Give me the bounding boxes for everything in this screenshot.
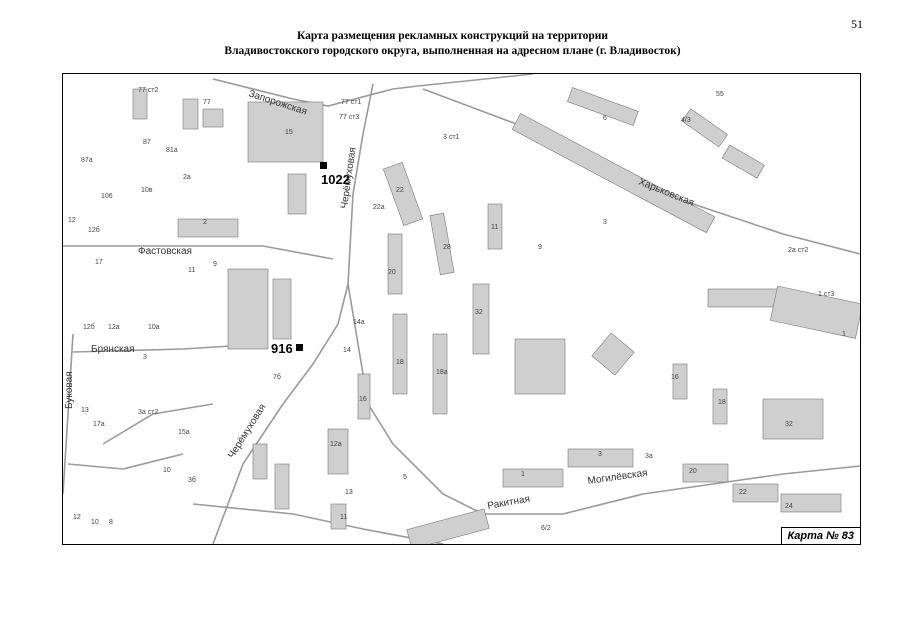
title-line-1: Карта размещения рекламных конструкций н… [296, 30, 609, 42]
house-number: 87 [143, 139, 151, 146]
ad-marker-square-icon [296, 344, 303, 351]
house-number: 2 [203, 219, 207, 226]
map-number-label: Карта № 83 [780, 527, 860, 544]
street-mogilevskaya: Могилёвская [587, 468, 648, 487]
house-number: 6/2 [541, 525, 551, 532]
street-bryanskaya: Брянская [91, 344, 135, 355]
house-number: 12б [83, 323, 95, 331]
house-number: 3 [598, 451, 602, 458]
house-number: 32 [475, 309, 483, 316]
house-number: 9 [538, 244, 542, 251]
house-number: 11 [340, 514, 347, 521]
house-number: 1 ст3 [818, 291, 835, 298]
map-canvas: Запорожская Черёмуховая Фастовская Брянс… [63, 74, 860, 544]
house-number: 13 [345, 489, 353, 496]
house-number: 1 [842, 331, 846, 338]
ad-marker-1022[interactable]: 1022 [320, 162, 350, 187]
house-number: 16 [671, 374, 679, 381]
house-number: 14 [343, 347, 351, 354]
house-number: 9 [213, 261, 217, 268]
house-number: 3б [188, 476, 196, 484]
house-number: 3 [603, 219, 607, 226]
house-number: 22 [396, 187, 404, 194]
buildings [132, 87, 860, 544]
page-number: 51 [851, 17, 863, 31]
house-number: 12б [88, 226, 100, 234]
house-number: 22а [373, 204, 385, 211]
house-number: 24 [785, 503, 793, 510]
house-number: 77 ст2 [138, 87, 158, 94]
house-number: 16 [359, 396, 367, 403]
house-number: 15 [285, 129, 293, 136]
house-number: 28 [443, 244, 451, 251]
house-number: 12а [108, 324, 120, 331]
marker-label-916: 916 [271, 341, 293, 356]
house-number: 18а [436, 369, 448, 376]
roads [63, 74, 860, 544]
house-number: 5 [403, 474, 407, 481]
street-rakitnaya: Ракитная [487, 494, 531, 512]
house-number: 106 [101, 193, 113, 200]
street-bukovaya: Буковая [64, 371, 75, 409]
house-number: 10 [163, 467, 171, 474]
address-map[interactable]: Запорожская Черёмуховая Фастовская Брянс… [62, 73, 861, 545]
house-number: 3 ст1 [443, 134, 460, 141]
house-number: 87а [81, 157, 93, 164]
ad-marker-square-icon [320, 162, 327, 169]
house-number: 10а [148, 324, 160, 331]
house-number: 8 [109, 519, 113, 526]
house-number: 55 [716, 91, 724, 98]
house-number: 10в [141, 187, 153, 194]
house-number: 11 [188, 267, 195, 274]
house-number: 3а ст2 [138, 409, 158, 416]
house-number: 14а [353, 319, 365, 326]
house-number: 1 [521, 471, 525, 478]
title-line-2: Владивостокского городского округа, выпо… [224, 45, 681, 57]
house-number: 2а [183, 174, 191, 181]
house-number: 15а [178, 429, 190, 436]
house-number: 18 [396, 359, 404, 366]
house-number: 12 [68, 217, 76, 224]
house-number: 81а [166, 147, 178, 154]
house-number: 6 [603, 115, 607, 122]
house-number: 77 [203, 99, 211, 106]
house-number: 13 [81, 407, 89, 414]
house-number: 17а [93, 421, 105, 428]
page-title: Карта размещения рекламных конструкций н… [0, 29, 905, 59]
house-number: 32 [785, 421, 793, 428]
house-number: 20 [689, 468, 697, 475]
house-number: 12 [73, 514, 81, 521]
house-number: 18 [718, 399, 726, 406]
house-number: 20 [388, 269, 396, 276]
house-number: 17 [95, 259, 103, 266]
house-number: 12а [330, 441, 342, 448]
house-number: 77 ст1 [341, 99, 361, 106]
house-number: 11 [491, 224, 498, 231]
house-number: 3а [645, 453, 653, 460]
marker-label-1022: 1022 [321, 172, 350, 187]
house-number: 4/3 [681, 117, 691, 124]
house-number: 22 [739, 489, 747, 496]
house-numbers: 77 ст2 77 87 81а 87а 2а 106 10в 12 12б 2… [68, 87, 846, 532]
ad-marker-916[interactable]: 916 [271, 341, 303, 356]
house-number: 7б [273, 373, 281, 381]
house-number: 2а ст2 [788, 247, 808, 254]
street-labels: Запорожская Черёмуховая Фастовская Брянс… [64, 88, 696, 512]
house-number: 3 [143, 354, 147, 361]
house-number: 10 [91, 519, 99, 526]
house-number: 77 ст3 [339, 114, 359, 121]
street-fastovskaya: Фастовская [138, 246, 192, 257]
